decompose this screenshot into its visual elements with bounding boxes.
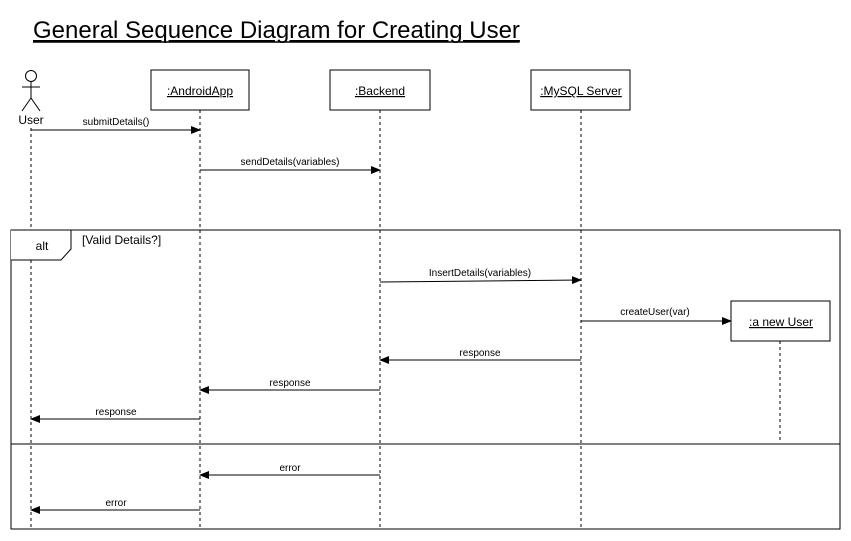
alt-fragment-tag (11, 229, 72, 261)
message-insert-details-label: InsertDetails(variables) (429, 268, 531, 279)
message-error-backend-to-app: error (199, 463, 380, 479)
message-create-user-label: createUser(var) (620, 307, 689, 318)
user-actor-label: User (18, 113, 43, 127)
diagram-title: General Sequence Diagram for Creating Us… (33, 17, 520, 44)
message-insert-details: InsertDetails(variables) (379, 268, 582, 285)
participant-new-user-label: :a new User (749, 315, 813, 329)
alt-fragment-operator: alt (36, 239, 49, 253)
user-actor-head-icon (25, 70, 37, 82)
alt-fragment: alt [Valid Details?] (10, 229, 841, 530)
alt-fragment-guard: [Valid Details?] (82, 233, 161, 247)
user-actor: User (18, 70, 44, 127)
participant-backend-label: :Backend (355, 84, 405, 98)
participant-new-user: :a new User (730, 300, 831, 342)
message-error-app-to-user-label: error (105, 498, 127, 509)
participant-mysql-server-label: :MySQL Server (540, 84, 622, 98)
participant-android-app-label: :AndroidApp (167, 84, 233, 98)
message-response-app-to-user: response (30, 407, 200, 423)
participant-backend: :Backend (329, 69, 431, 111)
participant-mysql-server: :MySQL Server (530, 69, 631, 111)
alt-fragment-frame (10, 229, 841, 530)
message-submit-details: submitDetails() (31, 117, 201, 134)
message-response-backend-to-app-label: response (269, 378, 311, 389)
message-error-app-to-user: error (30, 498, 200, 514)
user-actor-left-leg (21, 97, 32, 112)
participant-android-app: :AndroidApp (150, 69, 250, 111)
message-submit-details-label: submitDetails() (83, 117, 150, 128)
message-send-details: sendDetails(variables) (200, 157, 381, 174)
message-error-backend-to-app-label: error (279, 463, 301, 474)
message-create-user: createUser(var) (581, 307, 732, 325)
message-send-details-label: sendDetails(variables) (241, 157, 340, 168)
message-response-mysql-to-backend: response (379, 348, 581, 364)
message-response-backend-to-app: response (199, 378, 380, 394)
message-response-mysql-to-backend-label: response (459, 348, 501, 359)
user-actor-right-leg (30, 97, 41, 112)
message-response-app-to-user-label: response (95, 407, 137, 418)
